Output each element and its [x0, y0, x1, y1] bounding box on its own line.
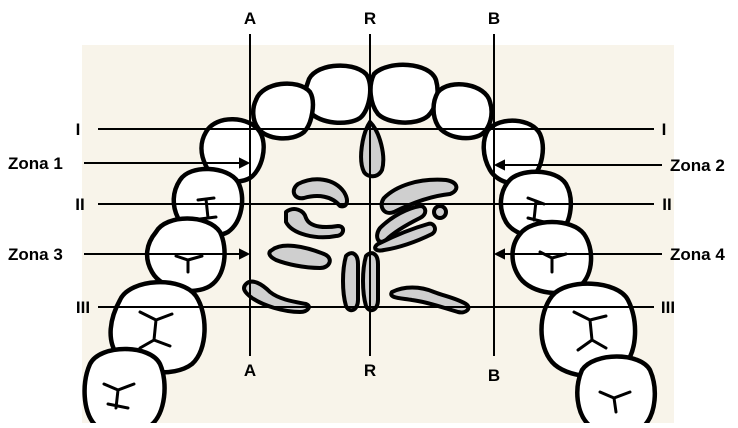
- label-zona-1: Zona 1: [8, 154, 63, 173]
- tooth-left-lateral-incisor: [434, 84, 492, 138]
- label-zona-3: Zona 3: [8, 245, 63, 264]
- label-A-bottom: A: [244, 361, 256, 380]
- label-R-bottom: R: [364, 361, 376, 380]
- label-B-bottom: B: [488, 366, 500, 385]
- ruga-center-left: [343, 253, 358, 310]
- label-B-top: B: [488, 9, 500, 28]
- label-R-top: R: [364, 9, 376, 28]
- label-III-left: III: [76, 298, 90, 317]
- label-II-right: II: [662, 195, 671, 214]
- label-zona-4: Zona 4: [670, 245, 725, 264]
- ruga-left-dot: [434, 206, 446, 218]
- tooth-left-central-incisor: [371, 65, 438, 123]
- label-A-top: A: [244, 9, 256, 28]
- label-I-left: I: [76, 120, 81, 139]
- label-II-left: II: [75, 195, 84, 214]
- tooth-right-lateral-incisor: [253, 84, 313, 139]
- label-zona-2: Zona 2: [670, 156, 725, 175]
- label-III-right: III: [661, 298, 675, 317]
- label-I-right: I: [662, 120, 667, 139]
- tooth-right-central-incisor: [305, 66, 370, 123]
